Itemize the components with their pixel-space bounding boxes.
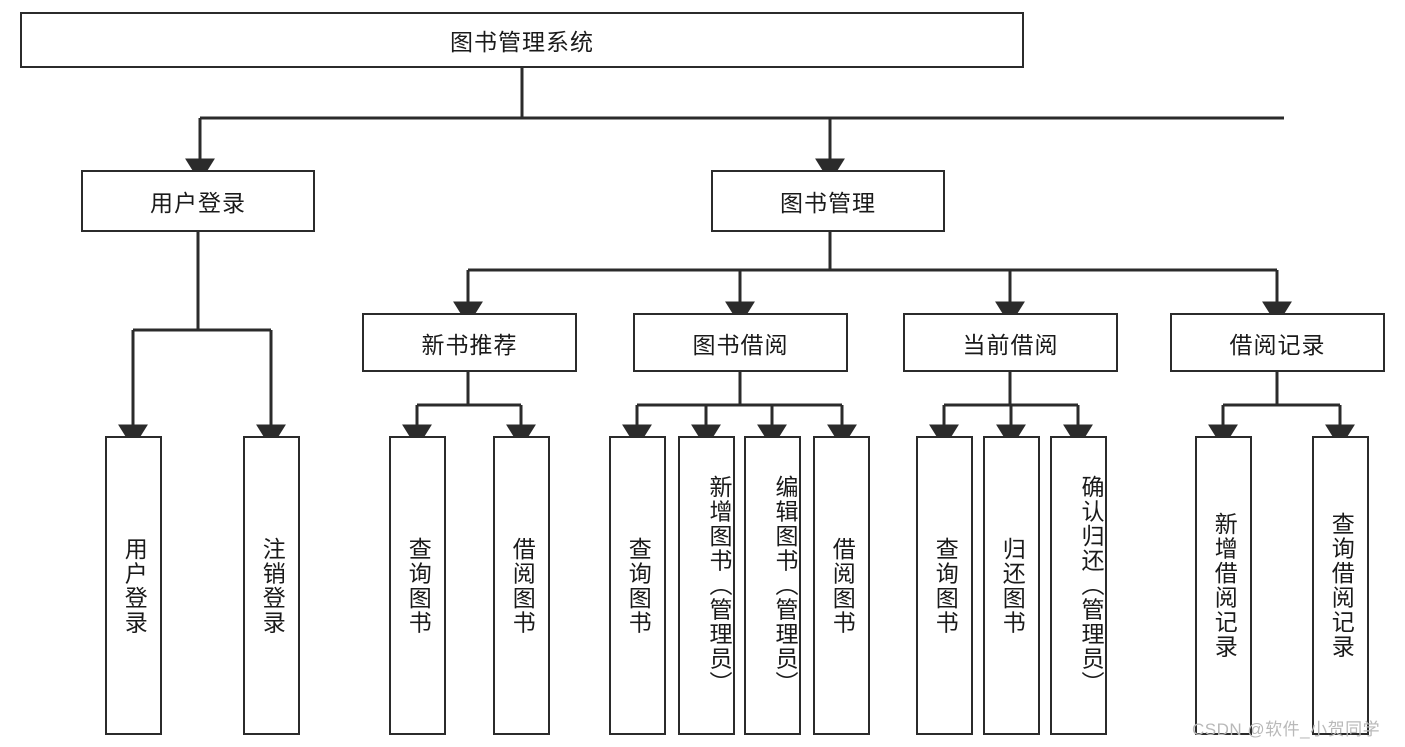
leaf-user-login-logout[interactable]: 注销登录 [243, 436, 300, 735]
leaf-book-borrow-borrow-books[interactable]: 借阅图书 [813, 436, 870, 735]
leaf-new-book-borrow-books[interactable]: 借阅图书 [493, 436, 550, 735]
leaf-current-borrow-query-books[interactable]: 查询图书 [916, 436, 973, 735]
leaf-borrow-records-query-record[interactable]: 查询借阅记录 [1312, 436, 1369, 735]
node-borrow-records[interactable]: 借阅记录 [1170, 313, 1385, 372]
csdn-watermark: CSDN @软件_小贺同学 [1192, 720, 1381, 739]
node-user-login[interactable]: 用户登录 [81, 170, 315, 232]
leaf-current-borrow-return-books[interactable]: 归还图书 [983, 436, 1040, 735]
leaf-new-book-query-books[interactable]: 查询图书 [389, 436, 446, 735]
leaf-user-login-login[interactable]: 用户登录 [105, 436, 162, 735]
leaf-book-borrow-edit-book-admin[interactable]: 编辑图书（管理员） [744, 436, 801, 735]
leaf-current-borrow-confirm-return-admin[interactable]: 确认归还（管理员） [1050, 436, 1107, 735]
node-book-borrow[interactable]: 图书借阅 [633, 313, 848, 372]
node-current-borrow[interactable]: 当前借阅 [903, 313, 1118, 372]
leaf-book-borrow-add-book-admin[interactable]: 新增图书（管理员） [678, 436, 735, 735]
node-root-book-management-system[interactable]: 图书管理系统 [20, 12, 1024, 68]
leaf-borrow-records-add-record[interactable]: 新增借阅记录 [1195, 436, 1252, 735]
node-new-book-recommend[interactable]: 新书推荐 [362, 313, 577, 372]
node-book-management[interactable]: 图书管理 [711, 170, 945, 232]
leaf-book-borrow-query-books[interactable]: 查询图书 [609, 436, 666, 735]
